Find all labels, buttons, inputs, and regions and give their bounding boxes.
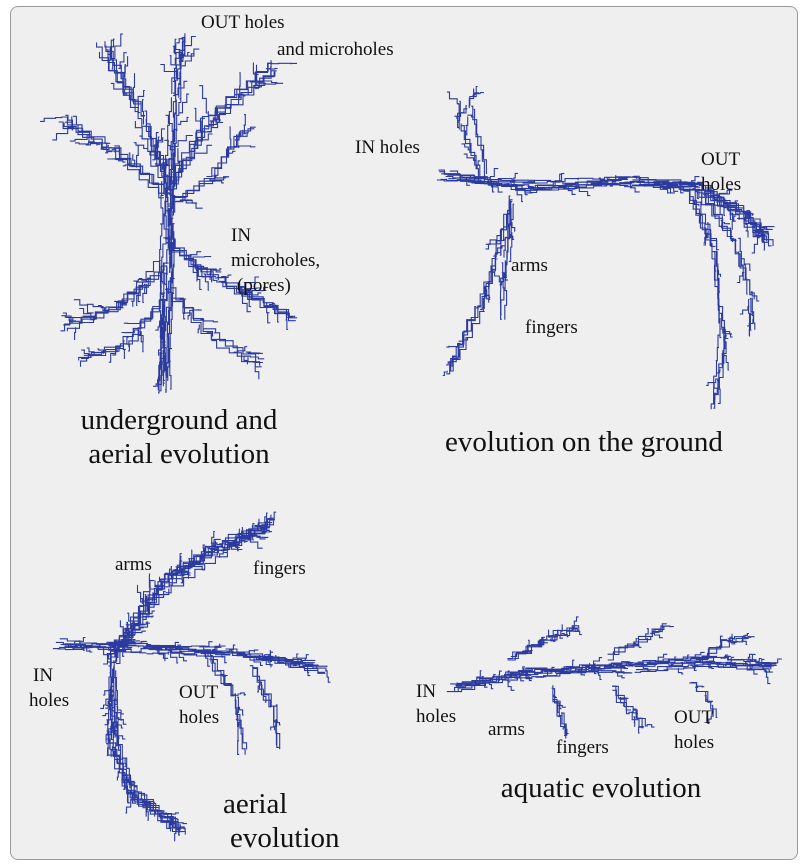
- aerial-label-fingers: fingers: [253, 556, 306, 581]
- ground-label-arms: arms: [511, 253, 548, 278]
- ground-label-out-holes: OUT holes: [701, 147, 741, 197]
- ground-label-fingers: fingers: [525, 315, 578, 340]
- diagram-frame: OUT holes and microholes IN microholes, …: [10, 6, 798, 860]
- caption-aquatic: aquatic evolution: [481, 771, 721, 805]
- ground-label-in-holes: IN holes: [355, 135, 420, 160]
- caption-on-the-ground: evolution on the ground: [429, 425, 739, 459]
- branch-strokes: [40, 33, 297, 393]
- caption-aerial: aerial evolution: [187, 787, 367, 855]
- aerial-label-arms: arms: [115, 552, 152, 577]
- aquatic-label-arms: arms: [488, 717, 525, 742]
- ground-creature-drawing: [437, 87, 775, 410]
- branch-strokes: [437, 87, 775, 410]
- aerial-label-out-holes: OUT holes: [179, 680, 219, 730]
- aquatic-label-in-holes: IN holes: [416, 679, 456, 729]
- tree-drawing: [40, 33, 297, 393]
- aerial-label-in-holes: IN holes: [33, 663, 69, 713]
- aquatic-label-fingers: fingers: [556, 735, 609, 760]
- tree-label-out-holes: OUT holes: [201, 10, 285, 35]
- caption-underground-aerial: underground and aerial evolution: [59, 403, 299, 471]
- tree-label-in-microholes: IN microholes, (pores): [231, 223, 320, 298]
- tree-label-microholes: and microholes: [277, 37, 394, 62]
- aquatic-label-out-holes: OUT holes: [674, 705, 714, 755]
